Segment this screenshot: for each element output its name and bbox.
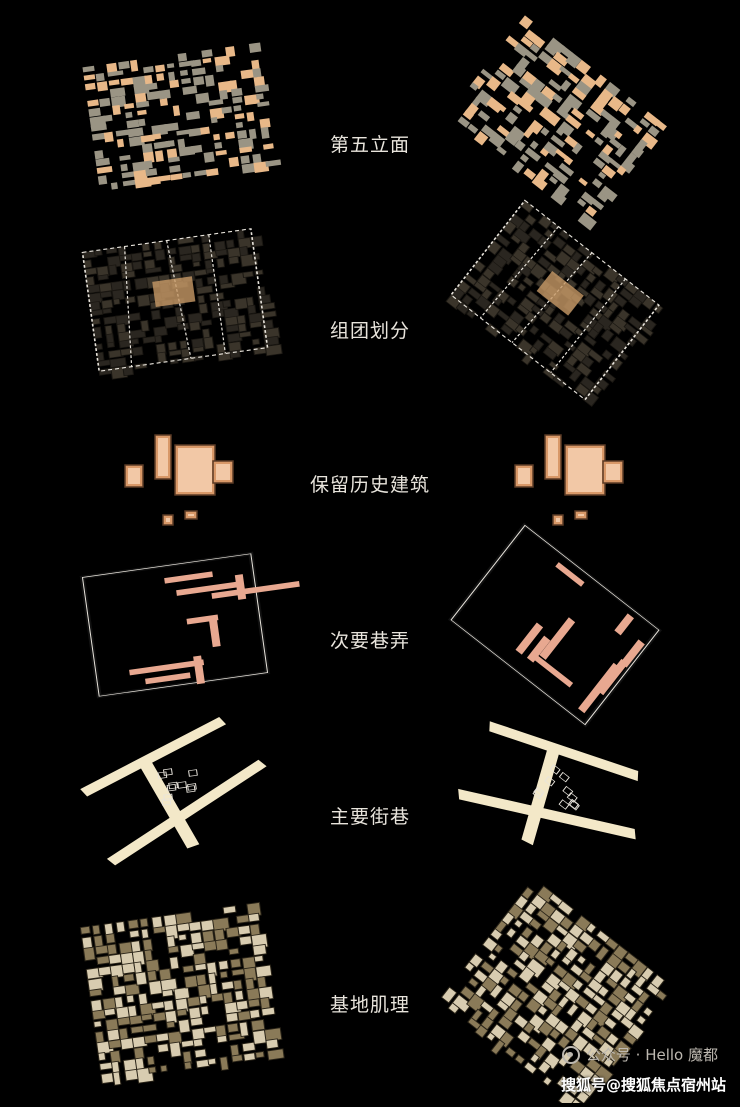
watermark-text: 公众号 · Hello 魔都 xyxy=(585,1046,718,1064)
street-diagram-left xyxy=(80,716,267,866)
layer-label-lane: 次要巷弄 xyxy=(329,630,410,652)
layer-label-roof: 第五立面 xyxy=(329,134,410,156)
layer-label-texture: 基地肌理 xyxy=(329,994,410,1016)
roof-diagram-left xyxy=(82,42,282,190)
cluster-diagram-right xyxy=(445,199,664,407)
layer-label-street: 主要街巷 xyxy=(329,806,410,828)
texture-diagram-right xyxy=(440,885,668,1107)
cluster-diagram-left xyxy=(81,228,283,380)
wechat-icon xyxy=(561,1045,580,1064)
layer-label-historic: 保留历史建筑 xyxy=(309,474,430,496)
lane-diagram-left xyxy=(79,551,300,699)
roof-diagram-right xyxy=(457,15,667,231)
street-diagram-right xyxy=(458,721,639,846)
historic-diagram-left xyxy=(124,434,234,526)
watermark: 公众号 · Hello 魔都 xyxy=(561,1044,718,1065)
texture-diagram-left xyxy=(79,901,285,1086)
lane-diagram-right xyxy=(448,522,662,728)
source-credit: 搜狐号@搜狐焦点宿州站 xyxy=(560,1076,726,1094)
historic-diagram-right xyxy=(514,434,624,526)
layer-label-cluster: 组团划分 xyxy=(329,320,410,342)
